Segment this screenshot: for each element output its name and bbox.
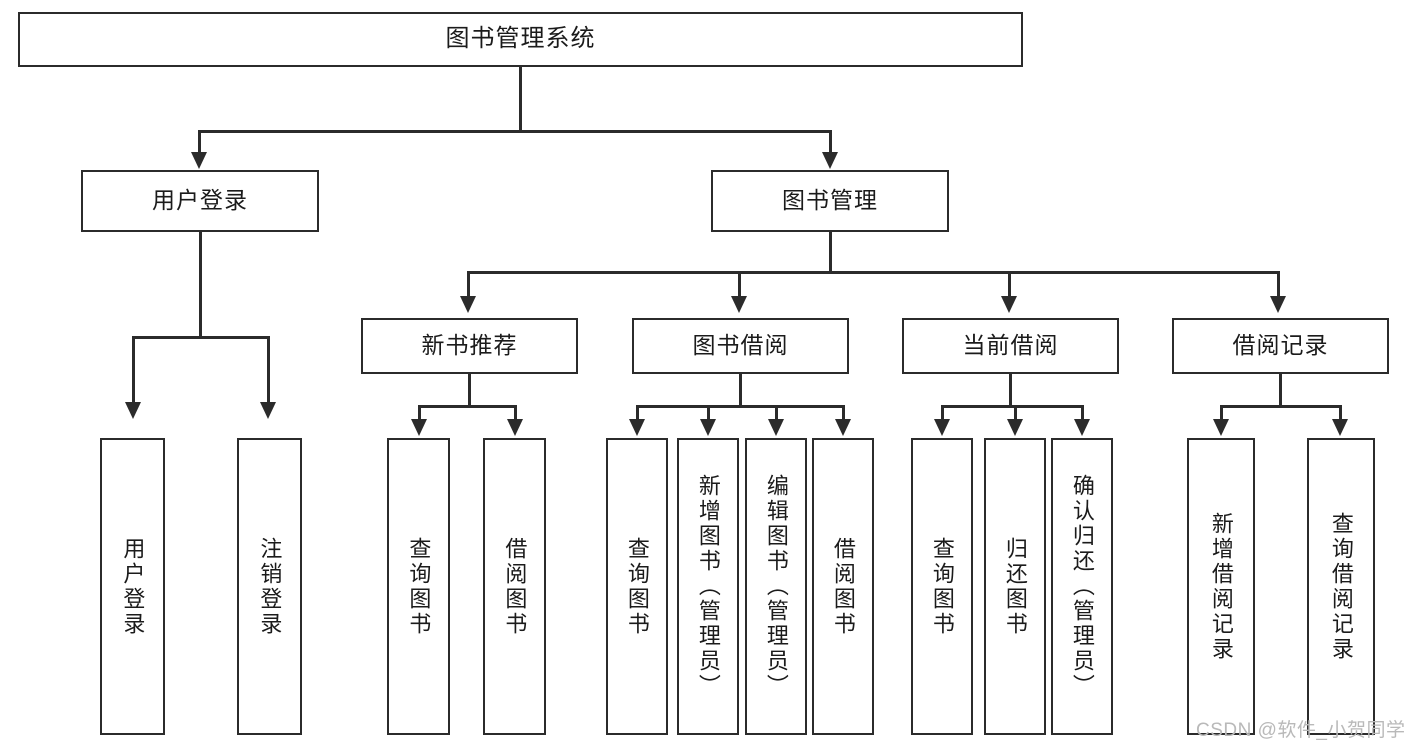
leaf-borrow-book-new[interactable]: 借阅图书 bbox=[483, 438, 546, 735]
arrow-current-borrow-leaf-3 bbox=[1074, 419, 1090, 436]
arrow-book-borrow-leaf-3 bbox=[768, 419, 784, 436]
arrow-user-login-leaf-1 bbox=[125, 402, 141, 419]
node-label: 查询借阅记录 bbox=[1328, 511, 1354, 662]
arrow-root-to-user-login bbox=[191, 152, 207, 169]
arrow-borrow-record-leaf-2 bbox=[1332, 419, 1348, 436]
connector-book-mgmt-drop-2 bbox=[738, 271, 741, 298]
connector-user-login-bar bbox=[132, 336, 269, 339]
node-new-book-recommend[interactable]: 新书推荐 bbox=[361, 318, 578, 374]
node-book-management[interactable]: 图书管理 bbox=[711, 170, 949, 232]
leaf-add-book-admin[interactable]: 新增图书（管理员） bbox=[677, 438, 739, 735]
arrow-book-mgmt-child-4 bbox=[1270, 296, 1286, 313]
connector-root-stem bbox=[519, 67, 522, 130]
node-label: 借阅记录 bbox=[1232, 332, 1329, 359]
leaf-confirm-return-admin[interactable]: 确认归还（管理员） bbox=[1051, 438, 1113, 735]
node-label: 注销登录 bbox=[257, 536, 283, 637]
connector-current-borrow-bar bbox=[941, 405, 1082, 408]
connector-user-login-stem bbox=[199, 232, 202, 336]
connector-book-borrow-drop-4 bbox=[842, 405, 845, 421]
connector-book-mgmt-bar bbox=[467, 271, 1280, 274]
node-label: 借阅图书 bbox=[830, 536, 856, 637]
node-label: 新增图书（管理员） bbox=[695, 474, 721, 699]
node-label: 图书借阅 bbox=[692, 332, 789, 359]
arrow-new-book-leaf-1 bbox=[411, 419, 427, 436]
node-label: 借阅图书 bbox=[502, 536, 528, 637]
node-book-borrow[interactable]: 图书借阅 bbox=[632, 318, 849, 374]
connector-new-book-drop-2 bbox=[514, 405, 517, 421]
connector-new-book-stem bbox=[468, 374, 471, 407]
connector-borrow-record-bar bbox=[1220, 405, 1342, 408]
node-user-login[interactable]: 用户登录 bbox=[81, 170, 319, 232]
connector-current-borrow-stem bbox=[1009, 374, 1012, 407]
connector-new-book-drop-1 bbox=[418, 405, 421, 421]
leaf-user-login[interactable]: 用户登录 bbox=[100, 438, 165, 735]
connector-book-borrow-drop-3 bbox=[775, 405, 778, 421]
node-label: 查询图书 bbox=[406, 536, 432, 637]
node-label: 新书推荐 bbox=[421, 332, 518, 359]
node-label: 图书管理 bbox=[782, 187, 878, 214]
connector-current-borrow-drop-1 bbox=[941, 405, 944, 421]
connector-root-to-user-login bbox=[198, 130, 201, 154]
node-label: 编辑图书（管理员） bbox=[763, 474, 789, 699]
arrow-user-login-leaf-2 bbox=[260, 402, 276, 419]
leaf-edit-book-admin[interactable]: 编辑图书（管理员） bbox=[745, 438, 807, 735]
arrow-new-book-leaf-2 bbox=[507, 419, 523, 436]
leaf-query-book-borrow[interactable]: 查询图书 bbox=[606, 438, 668, 735]
leaf-borrow-book[interactable]: 借阅图书 bbox=[812, 438, 874, 735]
connector-new-book-bar bbox=[418, 405, 517, 408]
arrow-book-borrow-leaf-1 bbox=[629, 419, 645, 436]
node-label: 确认归还（管理员） bbox=[1069, 474, 1095, 699]
node-label: 新增借阅记录 bbox=[1208, 511, 1234, 662]
connector-book-borrow-bar bbox=[636, 405, 843, 408]
connector-borrow-record-stem bbox=[1279, 374, 1282, 407]
connector-book-borrow-drop-2 bbox=[707, 405, 710, 421]
node-label: 当前借阅 bbox=[962, 332, 1059, 359]
connector-borrow-record-drop-2 bbox=[1339, 405, 1342, 421]
connector-current-borrow-drop-2 bbox=[1014, 405, 1017, 421]
node-label: 查询图书 bbox=[624, 536, 650, 637]
connector-book-mgmt-drop-3 bbox=[1008, 271, 1011, 298]
leaf-query-book-current[interactable]: 查询图书 bbox=[911, 438, 973, 735]
connector-book-mgmt-stem bbox=[829, 232, 832, 273]
leaf-return-book[interactable]: 归还图书 bbox=[984, 438, 1046, 735]
connector-user-login-drop-2 bbox=[267, 336, 270, 404]
connector-root-bar bbox=[198, 130, 832, 133]
node-label: 用户登录 bbox=[152, 187, 248, 214]
arrow-book-borrow-leaf-2 bbox=[700, 419, 716, 436]
arrow-book-mgmt-child-2 bbox=[731, 296, 747, 313]
node-current-borrow[interactable]: 当前借阅 bbox=[902, 318, 1119, 374]
leaf-query-book-new[interactable]: 查询图书 bbox=[387, 438, 450, 735]
arrow-current-borrow-leaf-2 bbox=[1007, 419, 1023, 436]
node-label: 用户登录 bbox=[120, 536, 146, 637]
leaf-query-borrow-record[interactable]: 查询借阅记录 bbox=[1307, 438, 1375, 735]
node-label: 查询图书 bbox=[929, 536, 955, 637]
node-borrow-record[interactable]: 借阅记录 bbox=[1172, 318, 1389, 374]
connector-book-borrow-drop-1 bbox=[636, 405, 639, 421]
connector-root-to-book-mgmt bbox=[829, 130, 832, 154]
connector-book-mgmt-drop-1 bbox=[467, 271, 470, 298]
arrow-book-borrow-leaf-4 bbox=[835, 419, 851, 436]
node-root-system[interactable]: 图书管理系统 bbox=[18, 12, 1023, 67]
leaf-logout[interactable]: 注销登录 bbox=[237, 438, 302, 735]
node-label: 归还图书 bbox=[1002, 536, 1028, 637]
connector-user-login-drop-1 bbox=[132, 336, 135, 404]
node-label: 图书管理系统 bbox=[445, 25, 596, 53]
arrow-root-to-book-mgmt bbox=[822, 152, 838, 169]
connector-current-borrow-drop-3 bbox=[1081, 405, 1084, 421]
arrow-book-mgmt-child-3 bbox=[1001, 296, 1017, 313]
leaf-add-borrow-record[interactable]: 新增借阅记录 bbox=[1187, 438, 1255, 735]
connector-book-mgmt-drop-4 bbox=[1277, 271, 1280, 298]
csdn-watermark: CSDN @软件_小贺同学 bbox=[1196, 720, 1405, 741]
connector-borrow-record-drop-1 bbox=[1220, 405, 1223, 421]
connector-book-borrow-stem bbox=[739, 374, 742, 407]
arrow-book-mgmt-child-1 bbox=[460, 296, 476, 313]
arrow-current-borrow-leaf-1 bbox=[934, 419, 950, 436]
arrow-borrow-record-leaf-1 bbox=[1213, 419, 1229, 436]
